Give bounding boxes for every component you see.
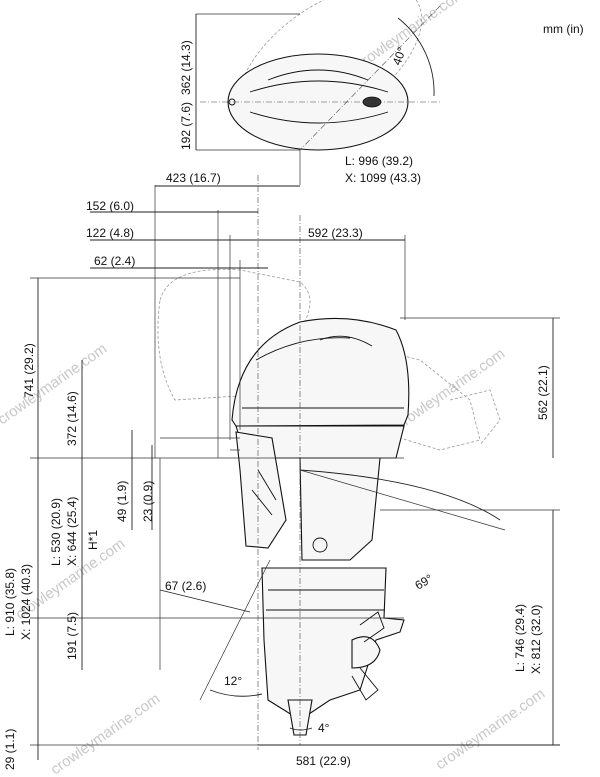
labels: mm (in) 362 (14.3) 192 (7.6) 40° L: 996 … [3,22,584,770]
tilt-arc [299,469,501,521]
watermark: crowleymarine.com [48,690,164,777]
ghost-prop [449,389,501,446]
trim-arc [209,689,263,697]
skeg [287,699,313,736]
label-69deg: 69° [413,571,436,592]
label-29: 29 (1.1) [3,729,17,770]
label-40deg: 40° [390,45,409,67]
cowling-side [231,317,410,427]
label-total-X: X: 1024 (40.3) [19,564,33,640]
label-741: 741 (29.2) [22,343,36,398]
label-122: 122 (4.8) [86,226,134,240]
watermark: crowleymarine.com [0,340,110,428]
label-23: 23 (0.9) [141,481,155,522]
label-length-L: L: 996 (39.2) [345,154,413,168]
fitting [312,537,328,553]
propeller-hub [351,636,381,669]
label-shaft-X: X: 644 (25.4) [65,497,79,566]
label-372: 372 (14.6) [65,391,79,446]
gearcase-lines [266,589,384,611]
gearcase [261,567,405,721]
watermark: crowleymarine.com [393,345,509,433]
label-362: 362 (14.3) [179,40,193,95]
label-62: 62 (2.4) [94,254,135,268]
cowling-contour [255,337,351,361]
reference-lines [30,13,560,750]
top-view [200,0,441,151]
dim-67 [159,589,251,613]
label-423: 423 (16.7) [166,171,221,185]
label-191: 191 (7.5) [65,612,79,660]
cowling-contour [267,69,369,81]
units-label: mm (in) [543,22,584,36]
label-lower-X: X: 812 (32.0) [529,605,543,674]
cowling-contour [249,80,389,93]
side-view-motor [231,317,410,736]
label-4deg: 4° [318,721,330,735]
label-lower-L: L: 746 (29.4) [513,604,527,672]
bracket-detail [251,469,277,516]
label-67: 67 (2.6) [165,579,206,593]
label-592: 592 (23.3) [308,226,363,240]
propeller-blades [351,611,385,701]
cowling-contour [249,111,389,124]
tilt-line [299,469,506,531]
steer-angle-arc [397,17,435,97]
small-angle-arc [289,727,313,731]
label-length-X: X: 1099 (43.3) [345,171,421,185]
label-49: 49 (1.9) [115,481,129,522]
trim-line [199,559,271,701]
label-562: 562 (22.1) [536,365,550,420]
dimension-lines [37,14,560,760]
label-h1: H*1 [86,530,100,550]
clamp-bracket [235,431,287,549]
label-shaft-L: L: 530 (20.9) [49,498,63,566]
label-total-L: L: 910 (35.8) [3,568,17,636]
tilted-ghost [157,269,501,451]
label-12deg: 12° [224,674,242,688]
label-192: 192 (7.6) [179,102,193,150]
ghost-cowling [157,269,311,401]
watermark: crowleymarine.com [433,685,549,773]
steer-centerline [299,5,441,151]
label-152: 152 (6.0) [86,199,134,213]
label-581: 581 (22.9) [296,754,351,768]
